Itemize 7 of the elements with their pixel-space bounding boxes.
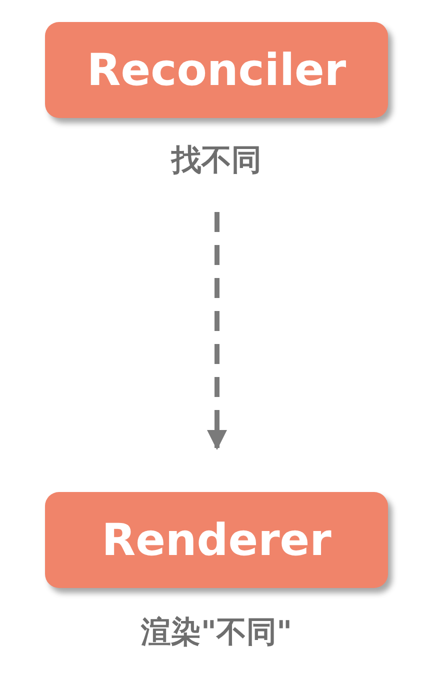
box-caption: 渲染"不同" (140, 614, 294, 652)
box-caption: 找不同 (170, 142, 262, 180)
box-title: Renderer (102, 514, 332, 566)
process-box (45, 492, 388, 588)
box-title: Reconciler (86, 44, 346, 96)
process-box (45, 22, 388, 118)
arrow (207, 212, 227, 450)
